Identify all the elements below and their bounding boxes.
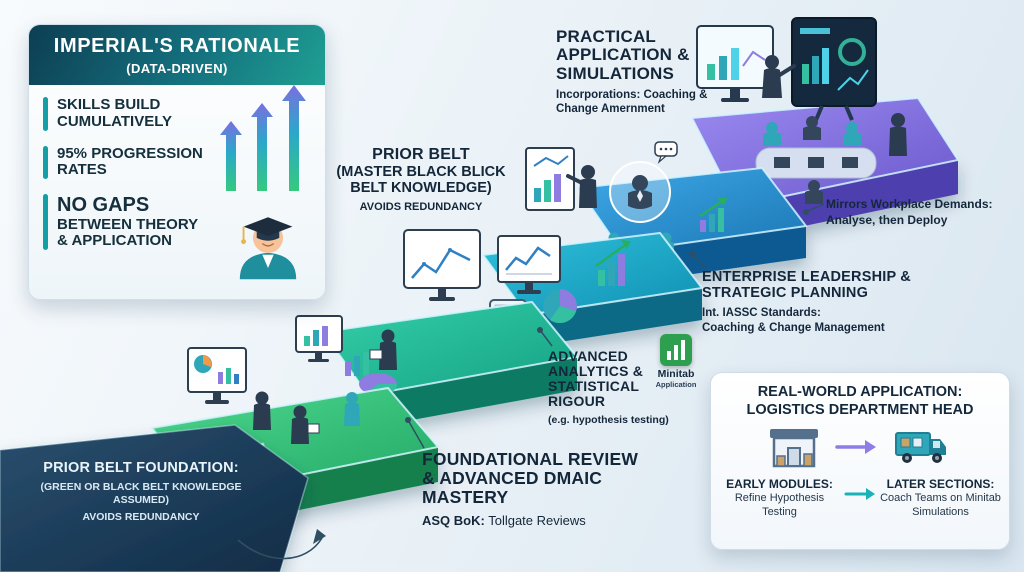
growth-bars-icon <box>595 240 631 286</box>
graduate-icon <box>239 217 297 280</box>
purple-arrow-icon <box>835 440 876 455</box>
chart-board-icon <box>525 147 575 211</box>
mirrors-line2: Analyse, then Deploy <box>826 212 948 227</box>
pie-monitor-icon <box>187 347 247 404</box>
pointing-person-icon <box>566 165 597 208</box>
prior-belt-note: AVOIDS REDUNDANCY <box>359 201 483 214</box>
real-world-columns: EARLY MODULES: Refine Hypothesis Testing… <box>719 477 1001 519</box>
seated-person-icon <box>805 180 823 204</box>
foundational-title: FOUNDATIONAL REVIEW & ADVANCED DMAIC MAS… <box>422 449 639 507</box>
rationale-header: IMPERIAL'S RATIONALE (DATA-DRIVEN) <box>29 25 325 85</box>
label-prior-belt: PRIOR BELT (MASTER BLACK BLICK BELT KNOW… <box>336 146 506 213</box>
analytics-subtitle: (e.g. hypothesis testing) <box>548 414 669 427</box>
enterprise-sub1: Int. IASSC Standards: <box>702 307 821 320</box>
person-with-tablet-icon <box>369 329 397 370</box>
line-chart-screen-icon <box>497 235 561 294</box>
connector-lines <box>237 203 825 560</box>
step-3-platform <box>321 300 579 428</box>
rationale-subtitle: (DATA-DRIVEN) <box>126 61 228 76</box>
label-foundational-review: FOUNDATIONAL REVIEW & ADVANCED DMAIC MAS… <box>422 450 640 528</box>
small-bars-icon <box>345 352 369 376</box>
mirrors-line1: Mirrors Workplace Demands: <box>826 197 993 211</box>
bar-monitor-icon <box>295 315 343 362</box>
accent-bar <box>43 194 48 251</box>
pie-chart-icon <box>543 289 577 324</box>
item-line: SKILLS BUILD <box>57 96 161 113</box>
early-modules-title: EARLY MODULES: <box>726 477 833 492</box>
standing-person-icon <box>344 392 360 426</box>
enterprise-title: ENTERPRISE LEADERSHIP & STRATEGIC PLANNI… <box>702 269 911 301</box>
prior-foundation-sub2: AVOIDS REDUNDANCY <box>82 511 200 524</box>
growth-arrows-icon <box>220 85 306 191</box>
curved-arrow-connector <box>237 537 323 560</box>
truck-icon <box>895 432 946 464</box>
meeting-table-icon <box>755 147 877 179</box>
seated-person-icon <box>803 116 821 140</box>
label-advanced-analytics: ADVANCED ANALYTICS & STATISTICAL RIGOUR … <box>548 348 669 427</box>
minitab-type: Application <box>655 380 697 389</box>
accent-bar <box>43 97 48 131</box>
speech-bubble-icon <box>654 141 678 164</box>
trend-monitor-icon <box>403 229 481 301</box>
item-line: & APPLICATION <box>57 232 172 250</box>
coaching-scene <box>525 141 727 256</box>
rationale-item-progression: 95% PROGRESSION RATES <box>43 144 221 180</box>
item-line-emphasis: NO GAPS <box>57 194 150 217</box>
later-sections-block: LATER SECTIONS: Coach Teams on Minitab S… <box>880 477 1001 519</box>
label-enterprise-leadership: ENTERPRISE LEADERSHIP & STRATEGIC PLANNI… <box>702 269 914 335</box>
practical-subtitle: Incorporations: Coaching & Change Amernm… <box>556 89 708 115</box>
prior-foundation-title: PRIOR BELT FOUNDATION: <box>43 460 239 476</box>
seated-person-icon <box>763 122 781 146</box>
label-prior-belt-foundation: PRIOR BELT FOUNDATION: (GREEN OR BLACK B… <box>40 460 242 524</box>
item-line: RATES <box>57 161 107 179</box>
standing-person-icon <box>889 113 907 156</box>
rationale-item-skills: SKILLS BUILD CUMULATIVELY <box>43 96 221 131</box>
training-scene <box>187 315 360 467</box>
prior-foundation-sub1: (GREEN OR BLACK BELT KNOWLEDGE ASSUMED) <box>40 481 242 507</box>
rationale-body: SKILLS BUILD CUMULATIVELY 95% PROGRESSIO… <box>29 85 325 285</box>
rationale-title: IMPERIAL'S RATIONALE <box>53 35 301 57</box>
foundational-sub-rest: Tollgate Reviews <box>484 512 586 528</box>
real-world-title-line2: LOGISTICS DEPARTMENT HEAD <box>746 401 974 418</box>
prior-belt-title: PRIOR BELT <box>372 146 470 163</box>
rationale-panel: IMPERIAL'S RATIONALE (DATA-DRIVEN) SKILL… <box>28 24 326 300</box>
step-1-platform <box>0 424 309 572</box>
seated-person-icon <box>843 122 861 146</box>
item-line: CUMULATIVELY <box>57 112 173 130</box>
item-line: BETWEEN THEORY <box>57 215 199 233</box>
label-practical-application: PRACTICAL APPLICATION & SIMULATIONS Inco… <box>556 27 728 117</box>
coach-emblem-icon <box>609 161 671 223</box>
minitab-bars-glyph <box>667 340 685 360</box>
accent-bar <box>43 145 48 180</box>
warehouse-icon <box>770 429 818 468</box>
real-world-panel: REAL-WORLD APPLICATION: LOGISTICS DEPART… <box>710 372 1010 550</box>
teal-arrow-icon <box>844 488 875 501</box>
later-sections-body: Coach Teams on Minitab Simulations <box>880 492 1001 518</box>
minitab-name: Minitab <box>657 368 695 380</box>
minitab-icon <box>660 334 692 366</box>
practical-title: PRACTICAL APPLICATION & SIMULATIONS <box>556 27 690 83</box>
dark-dashboard-screen-icon <box>791 17 877 121</box>
enterprise-sub2: Coaching & Change Management <box>702 321 885 334</box>
minitab-badge: Minitab Application <box>644 334 708 389</box>
standing-person-icon <box>291 405 320 444</box>
early-modules-block: EARLY MODULES: Refine Hypothesis Testing <box>719 477 840 519</box>
early-modules-body: Refine Hypothesis Testing <box>734 492 825 518</box>
real-world-icons-row <box>719 426 1001 468</box>
foundational-sub-bold: ASQ BoK: <box>422 512 485 528</box>
standing-person-icon <box>253 391 271 430</box>
presenter-person-icon <box>762 55 796 98</box>
item-line: 95% PROGRESSION <box>57 144 203 162</box>
label-mirrors-workplace: Mirrors Workplace Demands: Analyse, then… <box>826 197 1004 228</box>
analytics-title: ADVANCED ANALYTICS & STATISTICAL RIGOUR <box>548 348 644 410</box>
rationale-item-no-gaps: NO GAPS BETWEEN THEORY & APPLICATION <box>43 194 221 251</box>
executive-meeting-scene <box>696 17 907 204</box>
real-world-title-line1: REAL-WORLD APPLICATION: <box>757 384 963 400</box>
prior-belt-detail: (MASTER BLACK BLICK BELT KNOWLEDGE) <box>336 164 506 197</box>
later-sections-title: LATER SECTIONS: <box>886 477 995 492</box>
growth-bars-icon <box>699 198 727 232</box>
